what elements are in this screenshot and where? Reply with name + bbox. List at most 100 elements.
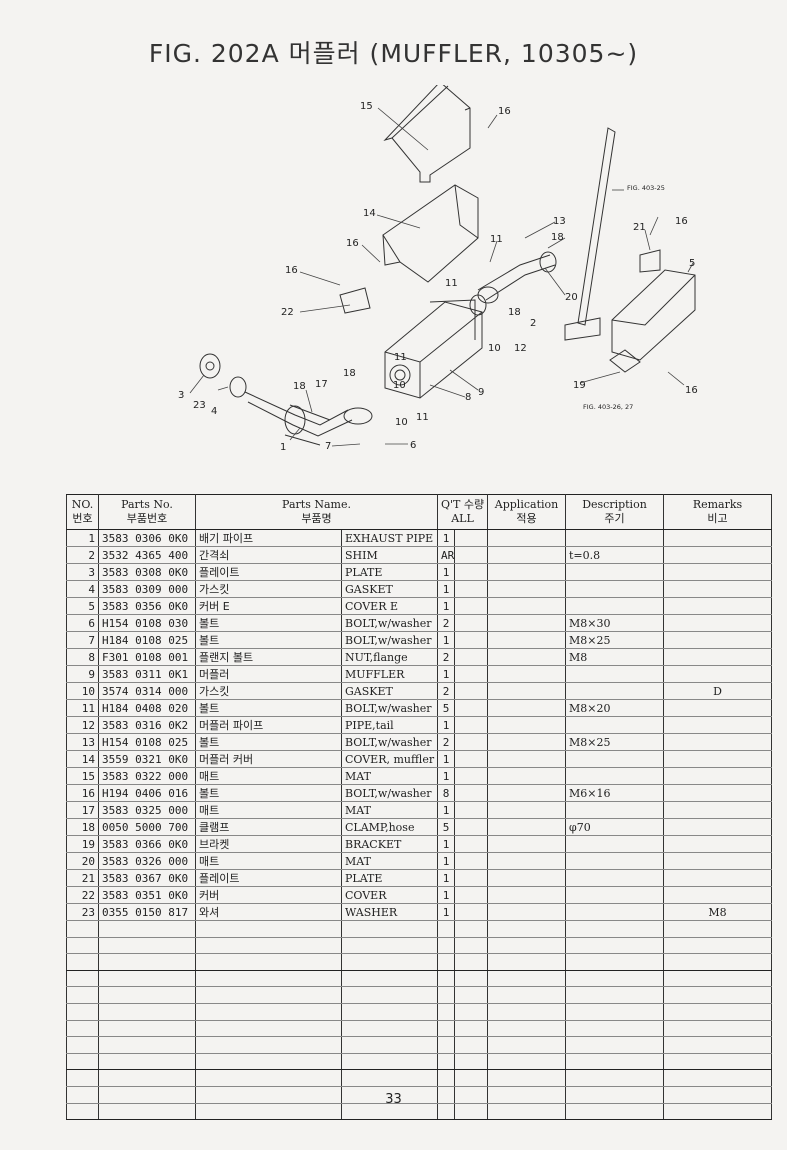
cell-rem — [663, 869, 772, 887]
cell-qty: 1 — [437, 869, 455, 887]
cell-pn: H194 0406 016 — [98, 784, 196, 802]
cell-app — [487, 648, 566, 666]
cell-qty: 1 — [437, 852, 455, 870]
cell-qty: 1 — [437, 903, 455, 921]
cell-rem — [663, 953, 772, 971]
cell-qty: 5 — [437, 699, 455, 717]
cell-desc — [565, 937, 664, 955]
cell-blank — [454, 614, 488, 632]
cell-blank — [454, 970, 488, 988]
cell-ko: 간격쇠 — [195, 546, 342, 564]
cell-desc — [565, 1020, 664, 1038]
cell-qty: 1 — [437, 716, 455, 734]
cell-en: BOLT,w/washer — [341, 614, 438, 632]
cell-rem — [663, 563, 772, 581]
cell-pn — [98, 1003, 196, 1021]
cell-desc — [565, 869, 664, 887]
cell-en: MUFFLER — [341, 665, 438, 683]
ref-fig-403-26-27: FIG. 403-26, 27 — [583, 403, 633, 411]
cell-en — [341, 1003, 438, 1021]
cell-en: SHIM — [341, 546, 438, 564]
cell-pn: 3583 0308 0K0 — [98, 563, 196, 581]
cell-pn — [98, 920, 196, 938]
cell-en: BOLT,w/washer — [341, 784, 438, 802]
cell-app — [487, 682, 566, 700]
cell-desc: t=0.8 — [565, 546, 664, 564]
cell-ko: 플랜지 볼트 — [195, 648, 342, 666]
cell-qty — [437, 920, 455, 938]
callout-23: 23 — [193, 400, 206, 411]
cell-qty: 1 — [437, 665, 455, 683]
cell-qty: 2 — [437, 682, 455, 700]
cell-pn — [98, 1020, 196, 1038]
cell-no — [66, 1020, 99, 1038]
callout-12: 12 — [514, 343, 527, 354]
cell-rem — [663, 852, 772, 870]
cell-desc — [565, 970, 664, 988]
cell-app — [487, 835, 566, 853]
cell-no: 16 — [66, 784, 99, 802]
cell-app — [487, 563, 566, 581]
cell-rem — [663, 784, 772, 802]
cell-rem — [663, 699, 772, 717]
cell-pn: H184 0108 025 — [98, 631, 196, 649]
cell-en: MAT — [341, 852, 438, 870]
cell-no: 12 — [66, 716, 99, 734]
callout-6: 6 — [410, 440, 416, 451]
cell-no: 13 — [66, 733, 99, 751]
cell-ko — [195, 937, 342, 955]
cell-app — [487, 529, 566, 547]
cell-en — [341, 937, 438, 955]
cell-app — [487, 699, 566, 717]
cell-desc: M8×25 — [565, 733, 664, 751]
cell-qty: 2 — [437, 614, 455, 632]
cell-ko: 볼트 — [195, 733, 342, 751]
cell-blank — [454, 716, 488, 734]
callout-2: 2 — [530, 318, 536, 329]
cell-en — [341, 920, 438, 938]
cell-desc — [565, 953, 664, 971]
cell-desc — [565, 597, 664, 615]
cell-no: 11 — [66, 699, 99, 717]
cell-rem — [663, 631, 772, 649]
cell-ko — [195, 920, 342, 938]
cell-ko — [195, 953, 342, 971]
cell-no — [66, 986, 99, 1004]
cell-blank — [454, 1003, 488, 1021]
cell-en: CLAMP,hose — [341, 818, 438, 836]
cell-app — [487, 937, 566, 955]
callout-16b: 16 — [346, 238, 359, 249]
muffler-9 — [384, 301, 483, 399]
pipe-tail-12 — [477, 254, 556, 301]
cell-en: GASKET — [341, 682, 438, 700]
cell-qty: 1 — [437, 580, 455, 598]
cell-desc — [565, 1036, 664, 1054]
table-row — [66, 1103, 772, 1121]
cell-rem — [663, 597, 772, 615]
cell-pn: H184 0408 020 — [98, 699, 196, 717]
cell-desc — [565, 716, 664, 734]
plate-21 — [639, 249, 661, 273]
cell-desc — [565, 1069, 664, 1087]
cell-pn: 3583 0322 000 — [98, 767, 196, 785]
cell-rem — [663, 818, 772, 836]
cell-qty: 1 — [437, 563, 455, 581]
cell-rem — [663, 580, 772, 598]
table-row — [66, 920, 772, 938]
cell-rem — [663, 733, 772, 751]
cell-pn: 3583 0311 0K1 — [98, 665, 196, 683]
cell-no: 7 — [66, 631, 99, 649]
cell-desc — [565, 986, 664, 1004]
cell-rem — [663, 546, 772, 564]
cell-app — [487, 818, 566, 836]
cell-en — [341, 1020, 438, 1038]
cell-blank — [454, 648, 488, 666]
callout-22: 22 — [281, 307, 294, 318]
cell-pn — [98, 986, 196, 1004]
cell-pn: 3583 0356 0K0 — [98, 597, 196, 615]
cell-blank — [454, 1036, 488, 1054]
